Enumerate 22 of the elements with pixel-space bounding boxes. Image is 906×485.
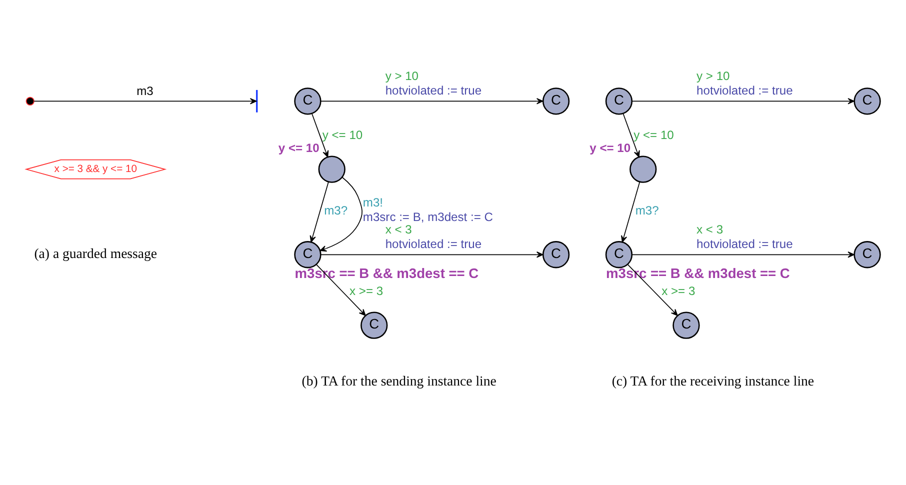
edge-label: hotviolated := true [385,236,482,250]
edge-label: m3? [324,202,348,217]
edge-label: y <= 10 [322,127,363,142]
edge-label: hotviolated := true [385,82,482,97]
edge-label: x >= 3 [350,283,384,298]
edge-label: m3! [362,195,384,210]
edge-label: y <= 10 [634,127,674,142]
label: (b) TA for the sending instance line [302,373,496,388]
label: (a) a guarded message [34,245,158,260]
edge-label: y > 10 [385,68,419,82]
node-label: y <= 10 [590,140,631,155]
edge-label: y > 10 [696,68,730,82]
edge-label: x < 3 [385,222,412,236]
node-label: y <= 10 [278,140,320,155]
edge-label: x >= 3 [662,283,696,298]
edge-label: x < 3 [696,222,724,236]
edge-label: m3src := B, m3dest := C [362,210,493,224]
edge-label: m3? [635,202,659,217]
edge-label: m3 [136,83,154,98]
edge-label: hotviolated := true [696,82,793,97]
label: (c) TA for the receiving instance line [612,373,814,388]
edge-label: hotviolated := true [696,236,793,250]
